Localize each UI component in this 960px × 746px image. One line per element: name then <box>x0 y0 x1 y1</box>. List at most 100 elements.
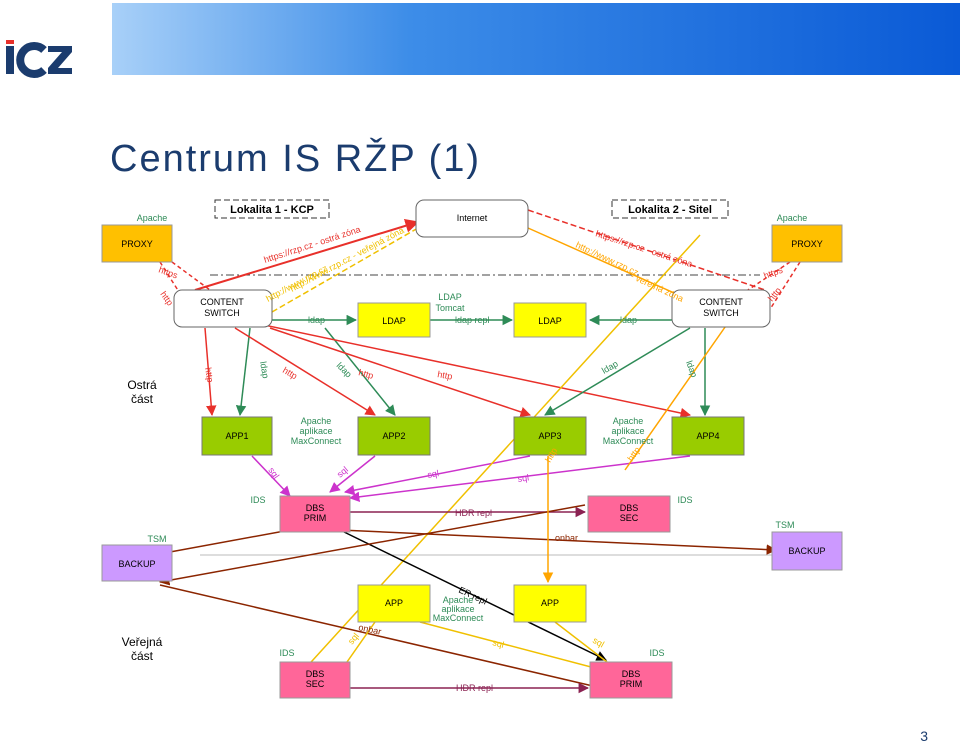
apache-app3-l2: aplikace <box>441 604 474 614</box>
dbs-prim-top-l1: DBS <box>306 503 325 513</box>
proxy-left <box>101 224 173 263</box>
apache-app1-l1: Apache <box>301 416 332 426</box>
backup-left-label: BACKUP <box>118 559 155 569</box>
backup-long-line <box>158 504 586 586</box>
apache-app1-l2: aplikace <box>299 426 332 436</box>
section-public-l1: Veřejná <box>122 635 163 649</box>
er-repl-line <box>339 529 607 661</box>
backup-right <box>771 531 843 571</box>
page-number: 3 <box>920 728 928 744</box>
content-switch-right <box>671 289 771 328</box>
link-http-a: http <box>203 367 215 384</box>
http-right-line <box>527 227 691 301</box>
backup-left-link <box>169 529 291 553</box>
link-sql-1: sql <box>266 465 281 480</box>
dbs-sec-bottom <box>279 661 351 699</box>
ids-1-label: IDS <box>250 495 265 505</box>
apache-app3-l3: MaxConnect <box>433 613 484 623</box>
icz-logo <box>6 40 72 78</box>
apache-app2-l3: MaxConnect <box>603 436 654 446</box>
dbs-sec-top <box>587 495 671 533</box>
sql-app2 <box>329 455 376 493</box>
ldap-left-label: LDAP <box>382 316 406 326</box>
link-sql-3: sql <box>427 468 440 480</box>
link-ldap-c: ldap <box>600 359 620 376</box>
ldap-right-label: LDAP <box>538 316 562 326</box>
link-http-c: http <box>357 367 374 381</box>
section-private-l2: část <box>131 392 154 406</box>
http-left-line <box>271 227 419 313</box>
http-orange-app4 <box>624 319 731 471</box>
internet-node <box>415 199 529 238</box>
internet-label: Internet <box>457 213 488 223</box>
app2-node <box>357 416 431 456</box>
site1-label: Lokalita 1 - KCP <box>230 204 314 216</box>
dbs-prim-top-l2: PRIM <box>304 513 327 523</box>
ldap-sw-app1 <box>235 327 251 417</box>
ids-2-label: IDS <box>677 495 692 505</box>
https-right-line <box>527 209 766 291</box>
app-public-2-label: APP <box>541 598 559 608</box>
proxy-switch-left-1 <box>171 261 211 291</box>
dbs-sec-bottom-l1: DBS <box>306 669 325 679</box>
dbs-prim-bottom-l1: DBS <box>622 669 641 679</box>
ids-3-label: IDS <box>279 648 294 658</box>
tsm-left-label: TSM <box>148 534 167 544</box>
link-ldap-b: ldap <box>335 360 354 379</box>
section-public-l2: část <box>131 649 154 663</box>
app3-label: APP3 <box>538 431 561 441</box>
dbs-prim-bottom-l2: PRIM <box>620 679 643 689</box>
ldap-right-node <box>513 302 587 338</box>
app-public-2 <box>513 584 587 623</box>
link-hdr-repl-bottom: HDR repl <box>456 683 493 693</box>
proxy-left-label: PROXY <box>121 239 153 249</box>
section-private-l1: Ostrá <box>127 378 157 392</box>
header-banner <box>112 3 960 75</box>
http-sw-app3 <box>269 327 531 417</box>
app-public-1-label: APP <box>385 598 403 608</box>
tsm-right-label: TSM <box>776 520 795 530</box>
site2-box <box>611 199 729 219</box>
sql-app3 <box>343 455 531 496</box>
apache-left-label: Apache <box>137 213 168 223</box>
app2-label: APP2 <box>382 431 405 441</box>
http-sw-app2 <box>234 327 376 416</box>
onbar-bottom-line <box>159 584 612 693</box>
app3-node <box>513 416 587 456</box>
switch-left-line2: SWITCH <box>204 308 240 318</box>
proxy-right-label: PROXY <box>791 239 823 249</box>
sql-app1 <box>251 455 291 497</box>
ldap-sw-app2 <box>324 327 396 416</box>
ldap-tomcat-line1: LDAP <box>438 292 462 302</box>
link-sql-4: sql <box>517 472 530 484</box>
app1-label: APP1 <box>225 431 248 441</box>
apache-app2-l2: aplikace <box>611 426 644 436</box>
link-http-b: http <box>281 365 299 381</box>
link-ldap-d: ldap <box>684 359 699 378</box>
link-https-r: https <box>762 265 784 281</box>
link-ldap-1: ldap <box>308 315 325 325</box>
site2-label: Lokalita 2 - Sitel <box>628 204 712 216</box>
dbs-sec-bottom-l2: SEC <box>306 679 325 689</box>
backup-right-label: BACKUP <box>788 546 825 556</box>
link-https-l: https <box>157 264 179 280</box>
link-http-d: http <box>437 369 454 381</box>
dbs-prim-top <box>279 495 351 533</box>
apache-app3-l1: Apache <box>443 595 474 605</box>
switch-left-line1: CONTENT <box>200 297 244 307</box>
apache-app2-l1: Apache <box>613 416 644 426</box>
switch-right-line2: SWITCH <box>703 308 739 318</box>
dbs-sec-top-l2: SEC <box>620 513 639 523</box>
dbs-sec-top-l1: DBS <box>620 503 639 513</box>
http-sw-app1 <box>204 327 217 417</box>
app4-node <box>671 416 745 456</box>
ldap-tomcat-line2: Tomcat <box>435 303 465 313</box>
site1-box <box>214 199 330 219</box>
ldap-sw2-app3 <box>544 327 691 416</box>
backup-left <box>101 544 173 582</box>
content-switch-left <box>173 289 273 328</box>
apache-app1-l3: MaxConnect <box>291 436 342 446</box>
link-sql-6: sql <box>491 637 505 650</box>
proxy-right <box>771 224 843 263</box>
